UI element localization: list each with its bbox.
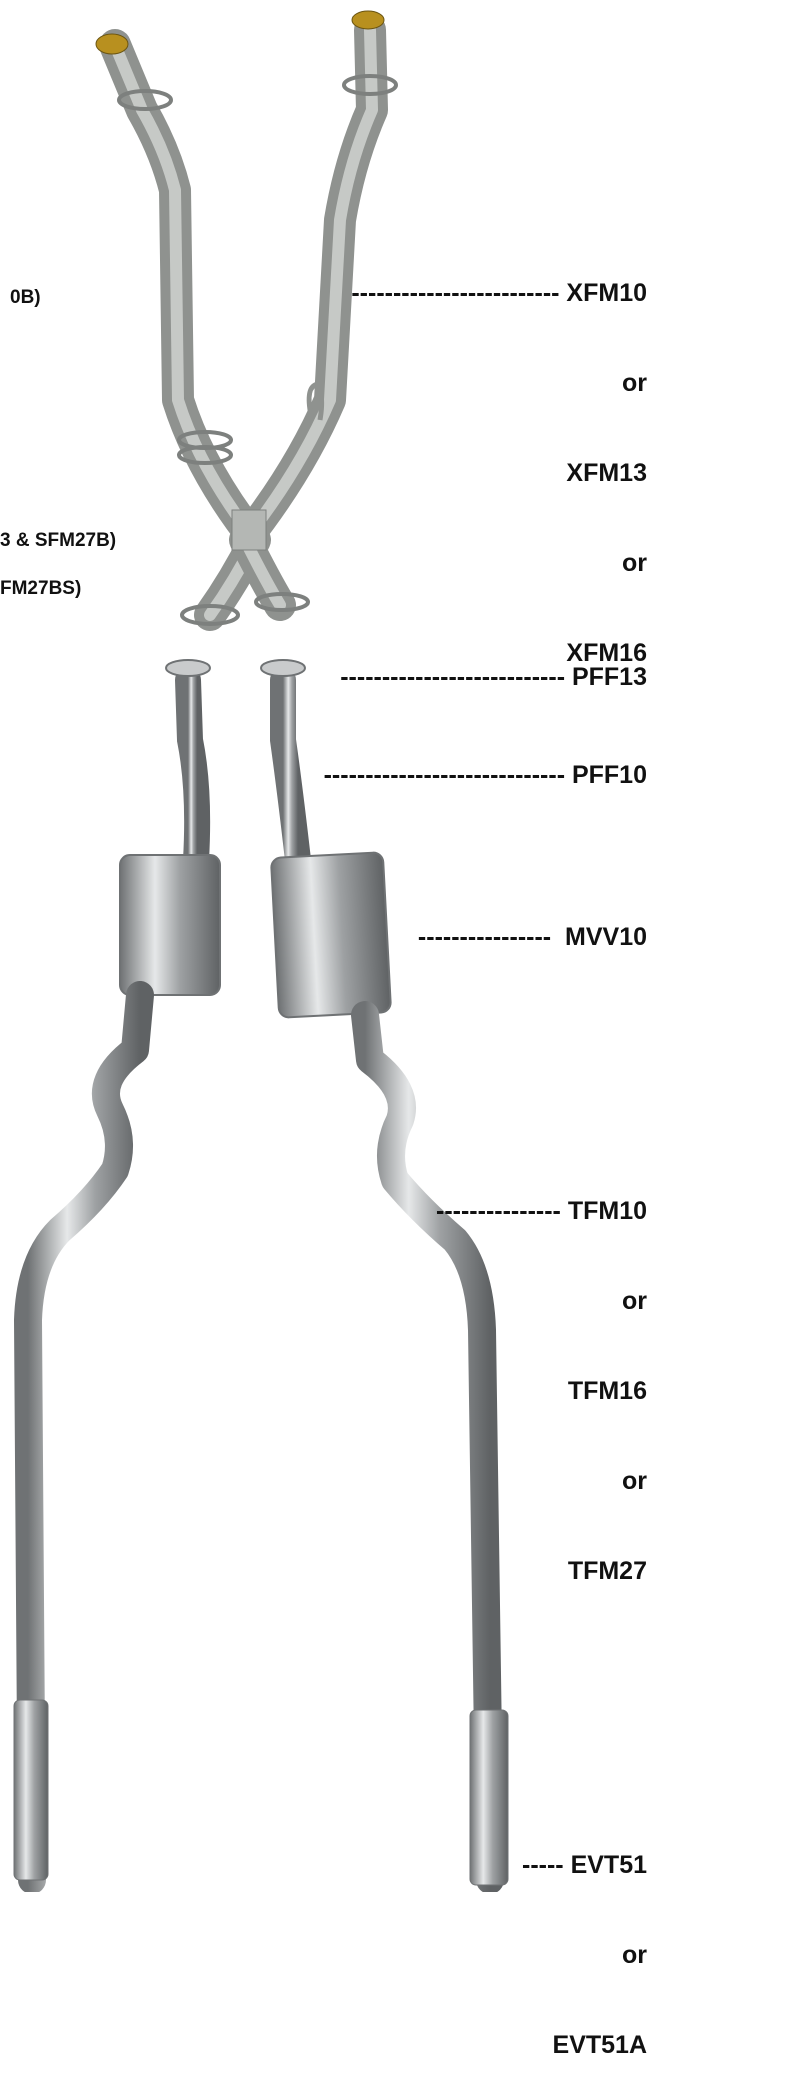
left-inlet-opening: [96, 34, 128, 54]
right-exhaust-tip: [470, 1710, 508, 1885]
x-pipe-crossover-plate: [232, 510, 266, 550]
callout-xfm-line-1: ------------------------- XFM10: [351, 278, 647, 308]
cut-label-top: 0B): [10, 287, 41, 309]
callout-tfm-line-2: or: [436, 1286, 647, 1316]
left-cat-back-assembly: [14, 660, 220, 1880]
left-pff13-flange-pipe: [188, 680, 197, 860]
callout-xfm: ------------------------- XFM10 or XFM13…: [351, 218, 647, 698]
cut-label-mid2: FM27BS): [0, 578, 81, 600]
callout-evt: ----- EVT51 or EVT51A: [522, 1790, 647, 2090]
callout-evt-line-3: EVT51A: [522, 2030, 647, 2060]
callout-mvv10: ---------------- MVV10: [418, 922, 647, 952]
callout-tfm-line-1: --------------- TFM10: [436, 1196, 647, 1226]
left-muffler: [120, 855, 220, 995]
right-inlet-opening: [352, 11, 384, 29]
right-pff10-flange-pipe: [283, 680, 298, 860]
callout-tfm-line-3: TFM16: [436, 1376, 647, 1406]
callout-tfm-line-4: or: [436, 1466, 647, 1496]
callout-xfm-line-2: or: [351, 368, 647, 398]
callout-tfm: --------------- TFM10 or TFM16 or TFM27: [436, 1136, 647, 1616]
callout-xfm-line-4: or: [351, 548, 647, 578]
callout-evt-line-1: ----- EVT51: [522, 1850, 647, 1880]
left-exhaust-tip: [14, 1700, 48, 1880]
callout-tfm-line-5: TFM27: [436, 1556, 647, 1586]
callout-pff10: ----------------------------- PFF10: [324, 760, 647, 790]
callout-pff13: --------------------------- PFF13: [340, 662, 647, 692]
right-muffler: [271, 852, 391, 1018]
cut-label-mid1: 3 & SFM27B): [0, 530, 116, 552]
callout-evt-line-2: or: [522, 1940, 647, 1970]
callout-xfm-line-3: XFM13: [351, 458, 647, 488]
